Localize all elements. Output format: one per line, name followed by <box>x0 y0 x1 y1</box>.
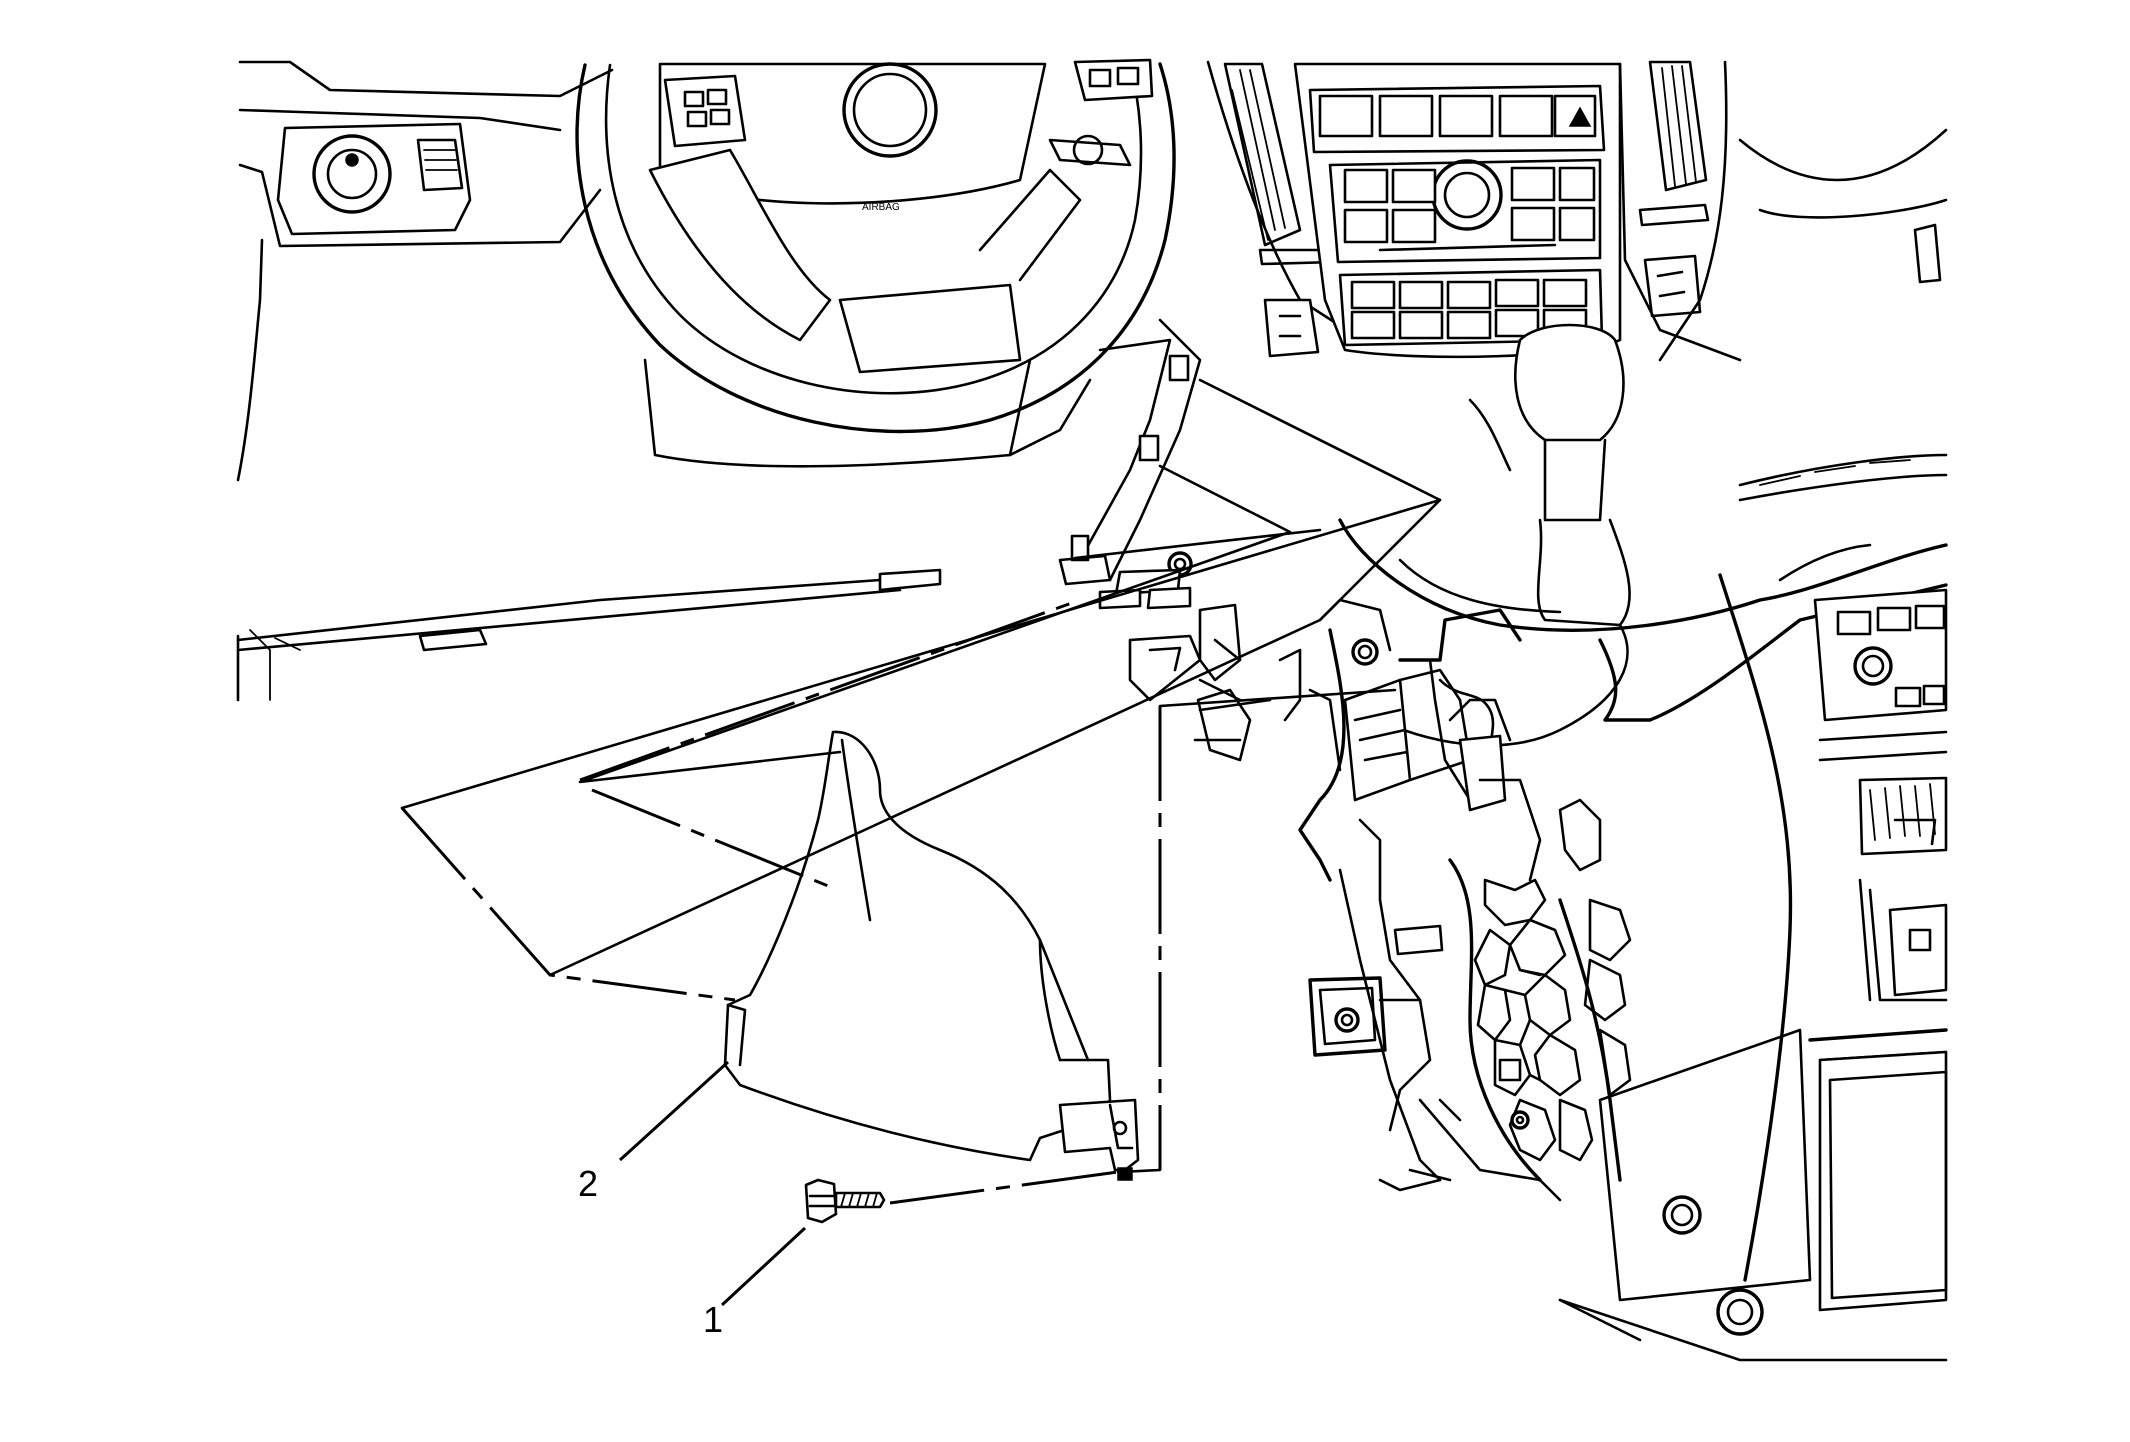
steering-wheel: AIRBAG <box>575 58 1176 468</box>
callout-label-2: 2 <box>578 1163 598 1204</box>
dashboard-left-section <box>236 60 942 702</box>
callout-label-1: 1 <box>703 1299 723 1340</box>
center-stack <box>1206 60 1948 362</box>
center-console <box>1338 323 1948 1362</box>
callout-leaders <box>618 1060 807 1307</box>
screw-fastener <box>804 1178 886 1224</box>
svg-text:AIRBAG: AIRBAG <box>862 202 900 213</box>
leader-line-1 <box>720 1226 807 1307</box>
knee-bolster-trim-panel <box>723 730 1140 1181</box>
alignment-lines <box>400 378 1442 1205</box>
leader-line-2 <box>618 1060 730 1162</box>
dash-support-bracket <box>1058 318 1632 1202</box>
